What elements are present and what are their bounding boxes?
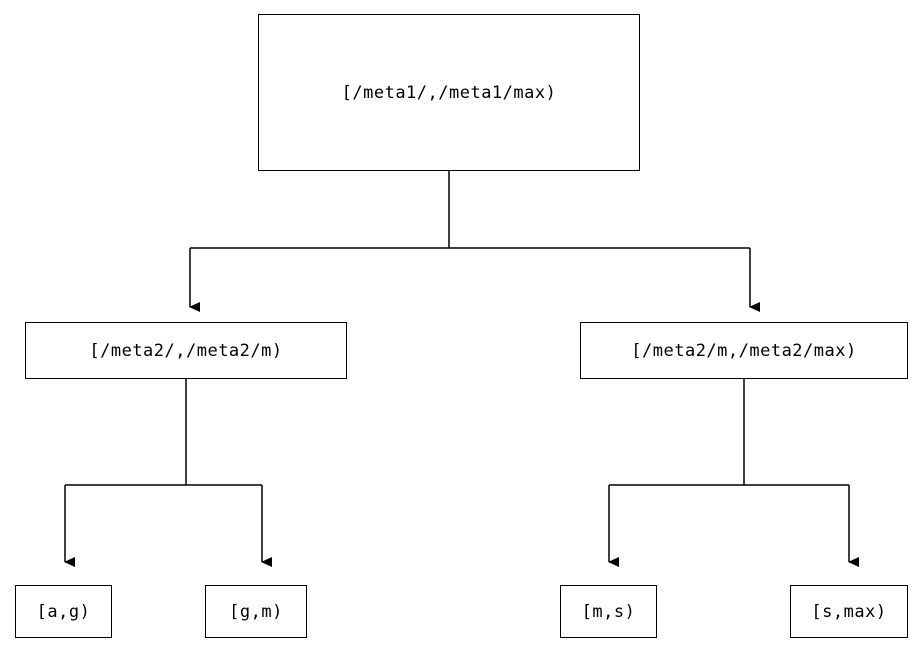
node-right-interval: [/meta2/m,/meta2/max)	[580, 322, 908, 379]
node-leaf-smax: [s,max)	[790, 585, 908, 638]
node-left-interval: [/meta2/,/meta2/m)	[25, 322, 347, 379]
node-root-interval: [/meta1/,/meta1/max)	[258, 14, 640, 171]
node-leaf-ag: [a,g)	[15, 585, 112, 638]
node-leaf-gm: [g,m)	[205, 585, 307, 638]
node-leaf-ms: [m,s)	[560, 585, 657, 638]
